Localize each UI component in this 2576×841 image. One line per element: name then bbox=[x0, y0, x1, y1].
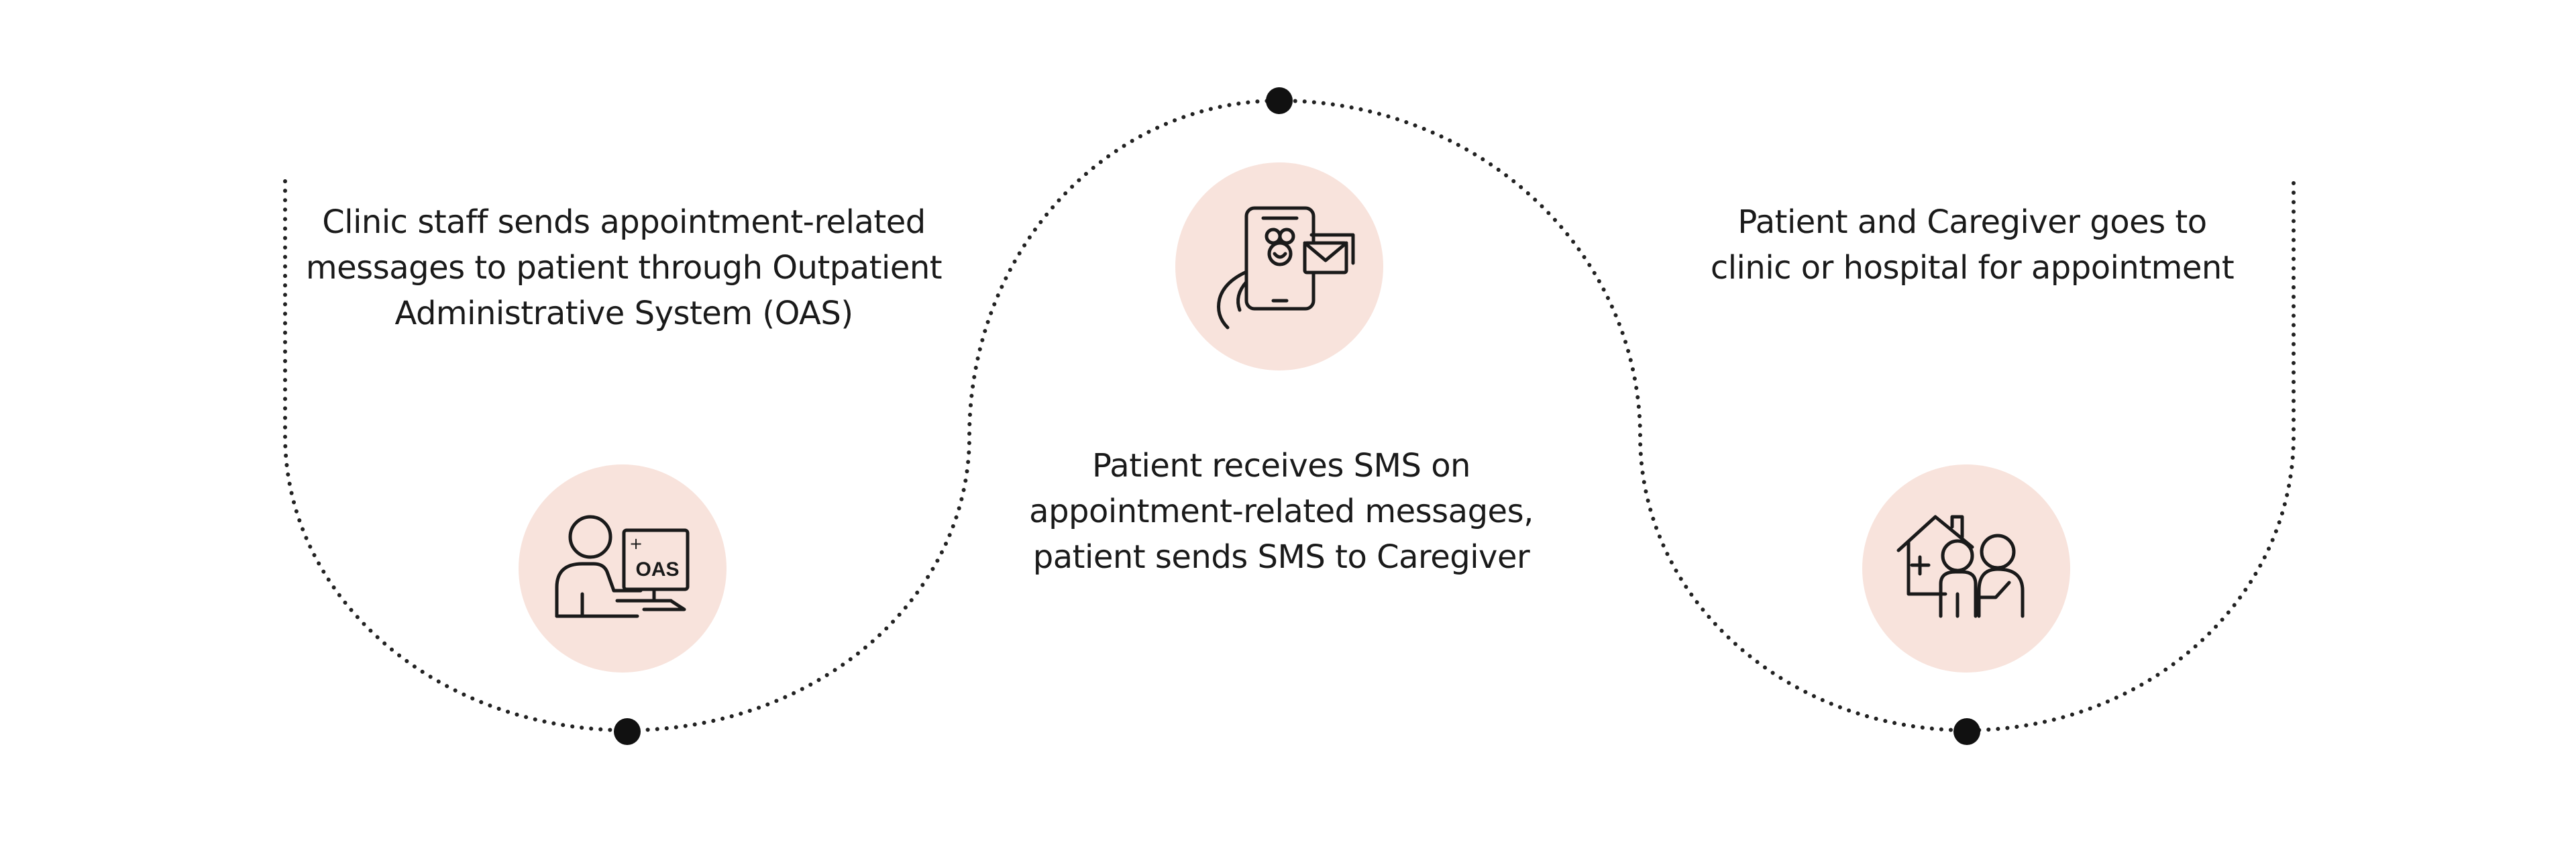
step-1-line: Clinic staff sends appointment-related bbox=[322, 203, 926, 241]
step-1-line: Administrative System (OAS) bbox=[394, 295, 853, 332]
phone-sms-icon bbox=[1175, 162, 1383, 370]
oas-icon-label: OAS bbox=[635, 558, 679, 581]
step-2-description: Patient receives SMS on appointment-rela… bbox=[899, 443, 1664, 580]
step-2-line: Patient receives SMS on bbox=[1092, 447, 1470, 485]
step-1-description: Clinic staff sends appointment-related m… bbox=[241, 199, 1006, 336]
computer-user-icon: OAS + bbox=[519, 464, 727, 673]
node-dot-3 bbox=[1953, 718, 1980, 745]
icon-bg-2 bbox=[1175, 162, 1383, 370]
step-2-line: patient sends SMS to Caregiver bbox=[1032, 538, 1530, 576]
node-dot-2 bbox=[1266, 87, 1293, 114]
step-3-description: Patient and Caregiver goes to clinic or … bbox=[1590, 199, 2355, 291]
step-2-line: appointment-related messages, bbox=[1029, 493, 1534, 530]
plus-glyph: + bbox=[629, 534, 643, 553]
step-3-line: Patient and Caregiver goes to bbox=[1737, 203, 2207, 241]
step-1-line: messages to patient through Outpatient bbox=[305, 249, 943, 287]
step-3-line: clinic or hospital for appointment bbox=[1710, 249, 2235, 287]
patient-caregiver-clinic-icon bbox=[1862, 464, 2070, 673]
node-dot-1 bbox=[614, 718, 641, 745]
